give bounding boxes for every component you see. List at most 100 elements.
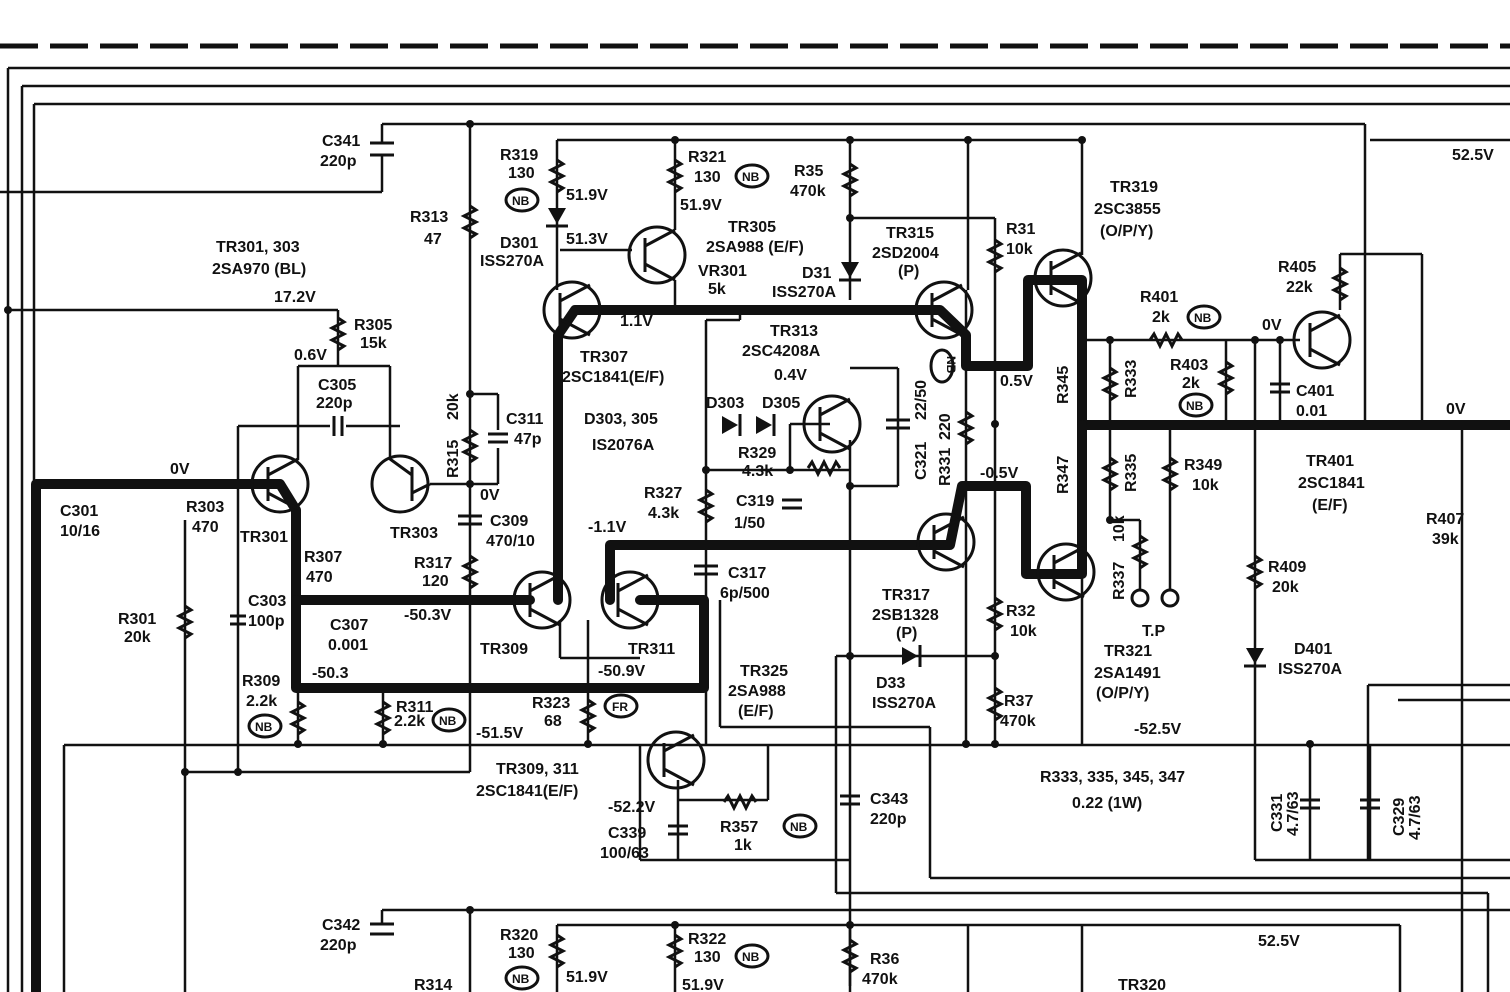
- label-voltage-minus-50-3b: -50.3: [312, 665, 349, 682]
- label-voltage-minus-50-9: -50.9V: [598, 663, 645, 680]
- diode-d305: [756, 416, 772, 434]
- transistor-tr315-symbol: [914, 280, 974, 340]
- diode-d303: [722, 416, 738, 434]
- label-r323: R323: [532, 695, 570, 712]
- label-r321-value: 130: [694, 169, 721, 186]
- label-tr325: TR325: [740, 663, 788, 680]
- capacitor-c319: [782, 498, 802, 510]
- label-tr315-rank: (P): [898, 263, 919, 280]
- resistor-r315: [460, 428, 480, 464]
- label-d305: D305: [762, 395, 800, 412]
- transistor-tr325-symbol: [646, 730, 706, 790]
- label-c317-value: 6p/500: [720, 585, 770, 602]
- label-r315: R315: [445, 440, 462, 478]
- label-tr305: TR305: [728, 219, 776, 236]
- label-r31-value: 10k: [1006, 241, 1033, 258]
- label-tr319-value: 2SC3855: [1094, 201, 1161, 218]
- label-tr305-value: 2SA988 (E/F): [706, 239, 804, 256]
- label-tr313: TR313: [770, 323, 818, 340]
- transistor-tr307-symbol: [542, 280, 602, 340]
- diode-d33: [902, 647, 918, 665]
- label-r331-value: 220: [937, 413, 954, 440]
- label-d401: D401: [1294, 641, 1332, 658]
- label-voltage-17-2: 17.2V: [274, 289, 316, 306]
- label-r403: R403: [1170, 357, 1208, 374]
- label-tr317: TR317: [882, 587, 930, 604]
- label-r305-value: 15k: [360, 335, 387, 352]
- label-r357: R357: [720, 819, 758, 836]
- label-r315-value: 20k: [445, 393, 462, 420]
- label-tr317-value: 2SB1328: [872, 607, 939, 624]
- label-tr401: TR401: [1306, 453, 1354, 470]
- label-c343-value: 220p: [870, 811, 907, 828]
- label-r357-value: 1k: [734, 837, 752, 854]
- label-voltage-0-c301: 0V: [170, 461, 190, 478]
- label-r322: R322: [688, 931, 726, 948]
- label-d31-value: ISS270A: [772, 284, 836, 301]
- label-r32: R32: [1006, 603, 1035, 620]
- label-voltage-1-1: 1.1V: [620, 313, 653, 330]
- label-c342: C342: [322, 917, 360, 934]
- label-c321: C321: [913, 442, 930, 480]
- label-r32-value: 10k: [1010, 623, 1037, 640]
- label-r331: R331: [937, 448, 954, 486]
- label-c341-value: 220p: [320, 153, 357, 170]
- label-r313-value: 47: [424, 231, 442, 248]
- resistor-r401: [1148, 330, 1184, 350]
- label-r301-value: 20k: [124, 629, 151, 646]
- label-voltage-minus-51-5: -51.5V: [476, 725, 523, 742]
- label-tr311: TR311: [628, 641, 675, 658]
- label-r329: R329: [738, 445, 776, 462]
- label-voltage-0-4: 0.4V: [774, 367, 807, 384]
- diodes: [546, 208, 1266, 668]
- capacitor-c303: [230, 614, 246, 626]
- resistor-r321: [665, 158, 685, 194]
- label-tr321: TR321: [1104, 643, 1152, 660]
- transistor-tr313-symbol: [802, 394, 862, 454]
- label-voltage-51-3: 51.3V: [566, 231, 608, 248]
- nb-badges: NB NB NB NB NB NB NB FR NB NB NB: [247, 163, 1222, 991]
- label-c343: C343: [870, 791, 908, 808]
- label-voltage-minus-1-1: -1.1V: [588, 519, 627, 536]
- badge-nb-r357: NB: [790, 820, 808, 834]
- transistor-tr303-symbol: [370, 454, 431, 514]
- label-r305: R305: [354, 317, 392, 334]
- transistor-tr301-symbol: [250, 454, 310, 514]
- label-c319: C319: [736, 493, 774, 510]
- label-r403-value: 2k: [1182, 375, 1200, 392]
- label-voltage-minus-50-3a: -50.3V: [404, 607, 451, 624]
- label-c341: C341: [322, 133, 360, 150]
- diode-d401: [1246, 648, 1264, 664]
- resistor-r403: [1216, 360, 1236, 396]
- label-tr321-rank: (O/P/Y): [1096, 685, 1149, 702]
- label-voltage-0-5: 0.5V: [1000, 373, 1033, 390]
- label-tr313-value: 2SC4208A: [742, 343, 821, 360]
- badge-fr-r323: FR: [612, 700, 628, 714]
- label-d33-value: ISS270A: [872, 695, 936, 712]
- label-r309: R309: [242, 673, 280, 690]
- label-r327: R327: [644, 485, 682, 502]
- label-c331-value: 4.7/63: [1285, 791, 1302, 836]
- label-r407: R407: [1426, 511, 1464, 528]
- resistor-r322: [665, 933, 685, 969]
- resistor-r320: [547, 933, 567, 969]
- transistor-tr321-symbol: [1036, 542, 1096, 602]
- label-tr325-rank: (E/F): [738, 703, 774, 720]
- label-r36-value: 470k: [862, 971, 898, 988]
- label-d33: D33: [876, 675, 905, 692]
- label-r401-value: 2k: [1152, 309, 1170, 326]
- label-c342-value: 220p: [320, 937, 357, 954]
- resistor-r37: [985, 686, 1005, 722]
- resistor-r357: [722, 792, 758, 812]
- label-r345: R345: [1055, 366, 1072, 404]
- transistor-tr311-symbol: [600, 570, 660, 630]
- label-tr309: TR309: [480, 641, 528, 658]
- resistor-r319: [547, 158, 567, 194]
- label-c329-value: 4.7/63: [1407, 795, 1424, 840]
- label-r333-group: R333, 335, 345, 347: [1040, 769, 1185, 786]
- label-r405: R405: [1278, 259, 1316, 276]
- label-voltage-0-c309: 0V: [480, 487, 500, 504]
- label-r35: R35: [794, 163, 823, 180]
- capacitor-c329: [1360, 798, 1380, 810]
- component-labels: C341 220p R319 130 R321 130 R35 470k 51.…: [60, 133, 1494, 992]
